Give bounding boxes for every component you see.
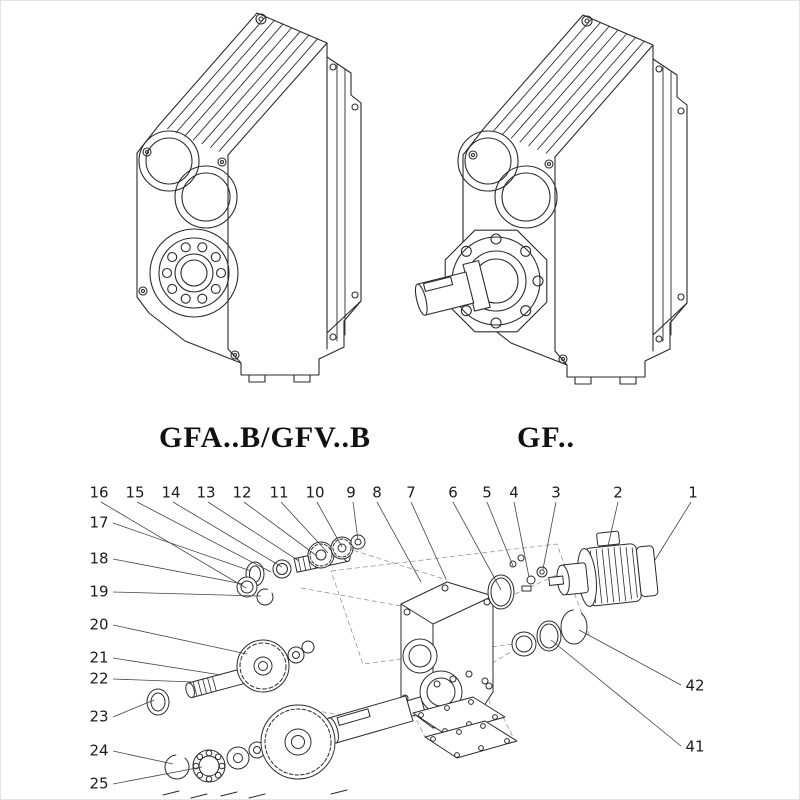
model-label-gf: GF.. bbox=[517, 421, 575, 454]
part-callout-14: 14 bbox=[161, 483, 181, 502]
part-callout-24: 24 bbox=[89, 741, 109, 760]
part-callout-21: 21 bbox=[89, 648, 109, 667]
part-callout-15: 15 bbox=[125, 483, 145, 502]
part-callout-11: 11 bbox=[269, 483, 289, 502]
part-callout-19: 19 bbox=[89, 582, 109, 601]
part-callout-20: 20 bbox=[89, 615, 109, 634]
part-callout-13: 13 bbox=[196, 483, 216, 502]
part-callout-22: 22 bbox=[89, 669, 109, 688]
input-shaft-parts bbox=[236, 534, 366, 606]
part-callout-8: 8 bbox=[372, 483, 382, 502]
part-callout-10: 10 bbox=[305, 483, 325, 502]
part-callout-12: 12 bbox=[232, 483, 252, 502]
part-callout-7: 7 bbox=[406, 483, 416, 502]
part-callout-17: 17 bbox=[89, 513, 109, 532]
part-callout-6: 6 bbox=[448, 483, 458, 502]
input-coupling-parts bbox=[487, 554, 548, 610]
part-callout-9: 9 bbox=[346, 483, 356, 502]
part-callout-1: 1 bbox=[688, 483, 698, 502]
part-callout-18: 18 bbox=[89, 549, 109, 568]
motor-part bbox=[548, 530, 659, 607]
part-callout-42: 42 bbox=[685, 676, 705, 695]
output-shaft-detail bbox=[414, 260, 491, 316]
part-callout-2: 2 bbox=[613, 483, 623, 502]
part-callout-16: 16 bbox=[89, 483, 109, 502]
retaining-ring-parts bbox=[511, 609, 588, 657]
part-callout-23: 23 bbox=[89, 707, 109, 726]
part-callout-5: 5 bbox=[482, 483, 492, 502]
gasket-cover-plates bbox=[412, 670, 518, 759]
part-callout-25: 25 bbox=[89, 774, 109, 793]
part-callout-41: 41 bbox=[685, 737, 705, 756]
intermediate-gear-parts bbox=[146, 639, 315, 716]
isometric-drawing-gf bbox=[414, 14, 688, 385]
exploded-parts-diagram bbox=[100, 501, 692, 799]
part-callout-4: 4 bbox=[509, 483, 519, 502]
cut-off-part-stubs bbox=[162, 789, 348, 799]
model-label-gfab: GFA..B/GFV..B bbox=[159, 421, 371, 454]
part-callout-3: 3 bbox=[551, 483, 561, 502]
output-bearing-detail bbox=[149, 228, 239, 318]
leader-lines bbox=[100, 501, 692, 785]
output-gear-parts bbox=[164, 695, 426, 783]
isometric-drawing-gfab bbox=[136, 12, 362, 383]
